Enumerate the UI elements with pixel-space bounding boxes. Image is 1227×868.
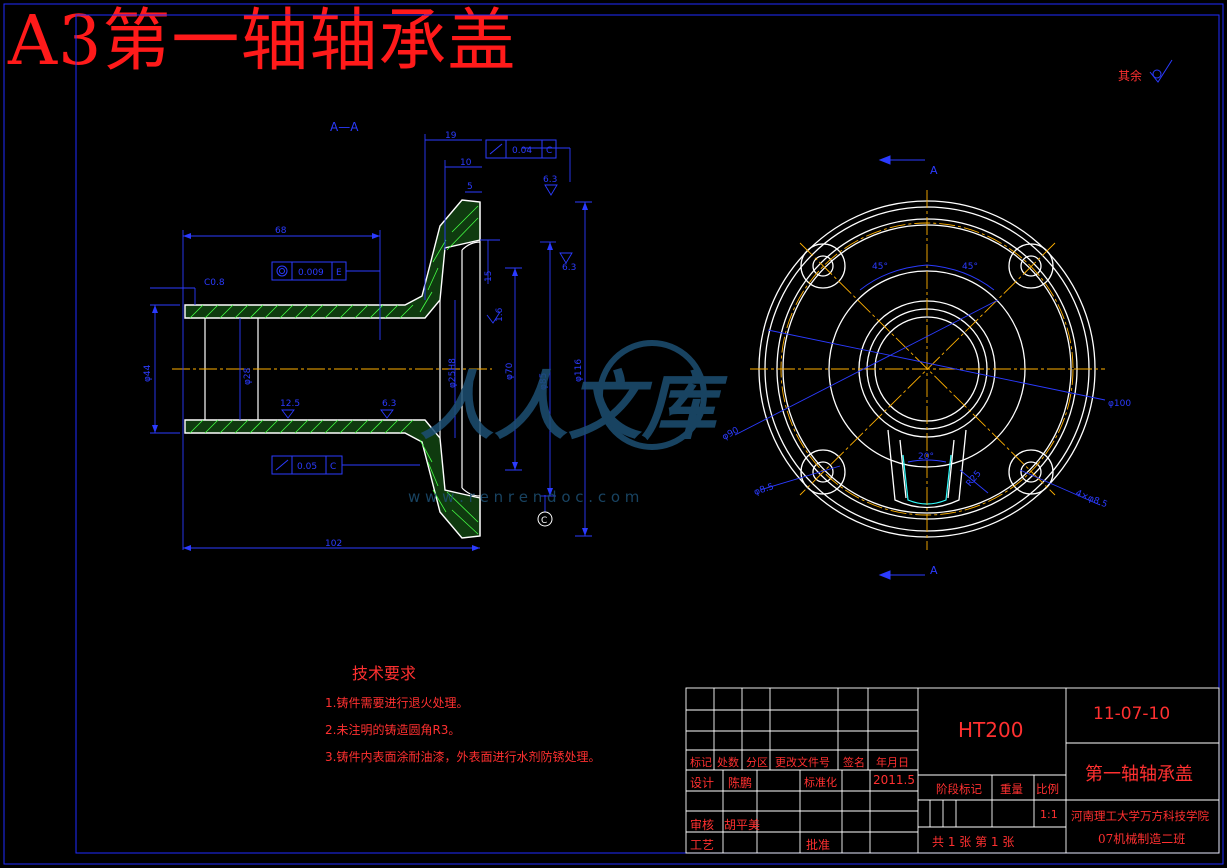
design-date: 2011.5 [873,773,915,787]
scale-value: 1:1 [1040,808,1058,821]
sheet-title: A3第一轴轴承盖 [8,2,517,81]
dim-phi25-upper: φ25H8 [448,358,458,388]
scale-label: 比例 [1036,782,1059,796]
tech-req-item-1: 1.铸件需要进行退火处理。 [325,696,469,710]
section-label: A—A [330,120,359,134]
angle-45-left: 45° [872,262,888,272]
header-date: 年月日 [876,756,909,769]
tolerance-frame-3 [271,455,420,475]
header-sign: 签名 [843,756,865,769]
dim-phi85: φ85 [539,373,549,390]
dim-r25: R25 [965,469,984,489]
dim-phi70: φ70 [505,362,515,380]
section-mark-bottom: A [930,564,938,577]
dim-phi100: φ100 [1108,399,1131,409]
weight-label: 重量 [1000,782,1023,796]
section-mark-top: A [930,164,938,177]
datum-c-icon [537,511,553,527]
stage-mark-label: 阶段标记 [936,782,982,796]
tolerance-3-value: 0.05 [297,462,317,472]
header-zone: 分区 [746,756,768,769]
header-mark: 标记 [690,756,712,769]
dim-102: 102 [325,539,342,549]
roughness-note: 其余 [1118,68,1142,83]
angle-45-right: 45° [962,262,978,272]
roughness-symbol-icon [1149,59,1173,83]
dim-phi28: φ28 [243,367,253,385]
dim-phi116: φ116 [574,359,584,382]
roughness-3: 1.6 [495,307,505,322]
class-name: 07机械制造二班 [1098,832,1186,846]
front-view: A A 45° 45° 20° φ100 φ90 φ8.5 R25 4×φ8 [721,155,1131,580]
dim-5: 5 [467,182,473,192]
dim-holes: 4×φ8.5 [1074,489,1109,511]
inner-frame [75,14,1220,854]
watermark-logo-icon [597,340,707,450]
tolerance-2-datum: E [336,268,342,278]
tolerance-1-datum: C [546,146,552,156]
outer-frame [3,3,1224,865]
dim-68: 68 [275,226,287,236]
tolerance-1-value: 0.04 [512,146,532,156]
tech-req-item-3: 3.铸件内表面涂耐油漆，外表面进行水剂防锈处理。 [325,750,601,764]
angle-20: 20° [918,452,934,462]
dim-15: 15 [484,271,494,282]
dim-phi8-5: φ8.5 [753,482,775,498]
sheet-count: 共 1 张 第 1 张 [932,835,1015,849]
designer-name: 陈鹏 [728,776,753,790]
roughness-4: 12.5 [280,399,300,409]
part-name: 第一轴轴承盖 [1085,764,1193,785]
school-name: 河南理工大学万方科技学院 [1071,809,1209,823]
tolerance-frame-1 [485,139,557,159]
roughness-5: 6.3 [382,399,396,409]
dim-phi44: φ44 [143,364,153,382]
drawing-number: 11-07-10 [1093,704,1171,724]
approve-label: 批准 [806,838,831,852]
designer-label: 设计 [690,776,715,790]
header-change-doc: 更改文件号 [775,756,830,769]
dim-phi90: φ90 [721,426,741,443]
standardization-label: 标准化 [804,776,837,789]
datum-c-letter: C [541,516,547,526]
process-label: 工艺 [690,838,715,852]
tech-req-heading: 技术要求 [352,664,417,683]
dim-chamfer: C0.8 [204,278,225,288]
section-view: 19 10 5 68 102 C0.8 15 φ44 φ28 φ25H8 φ70… [143,131,592,551]
dim-10: 10 [460,158,472,168]
tech-req-item-2: 2.未注明的铸造圆角R3。 [325,723,461,737]
reviewer-label: 审核 [690,818,715,832]
watermark-text: 人人文库 [420,364,728,450]
watermark: 人人文库 w w w . r e n r e n d o c . c o m [408,340,728,506]
material: HT200 [958,718,1024,742]
roughness-2: 6.3 [562,263,576,273]
reviewer-name: 胡平美 [724,818,761,832]
header-count: 处数 [717,756,739,769]
title-block-lines [685,687,1220,854]
dim-19: 19 [445,131,457,141]
tolerance-2-value: 0.009 [298,268,324,278]
watermark-url: w w w . r e n r e n d o c . c o m [408,488,639,506]
tolerance-3-datum: C [330,462,336,472]
tolerance-frame-2 [271,261,380,281]
roughness-1: 6.3 [543,175,557,185]
